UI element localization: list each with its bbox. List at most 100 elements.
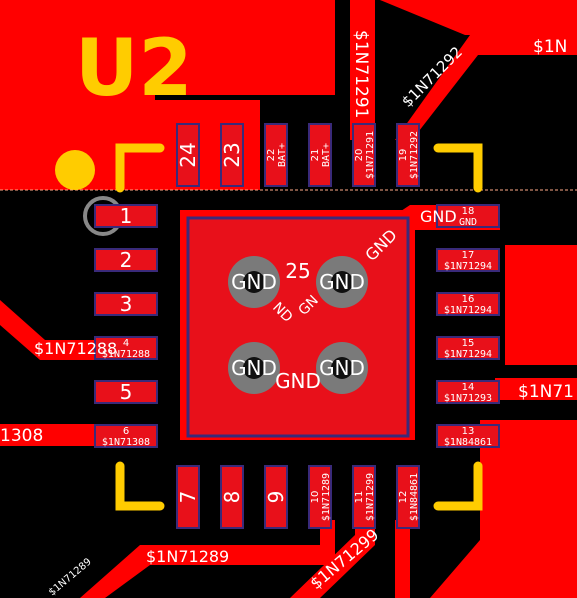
pin-net-label: BAT+ xyxy=(277,143,288,167)
via[interactable]: GND xyxy=(228,256,280,308)
pad-21[interactable] xyxy=(308,123,332,187)
pad-14[interactable] xyxy=(436,380,500,404)
copper-pour-right[interactable] xyxy=(505,245,577,365)
trace-bottom-right[interactable] xyxy=(395,520,410,598)
pin-number: 12 xyxy=(398,491,409,504)
pin-9[interactable]: 9 xyxy=(264,465,288,529)
copper-pour-top-right[interactable] xyxy=(380,0,577,35)
via-net-label: GND xyxy=(319,270,365,294)
pad-22[interactable] xyxy=(264,123,288,187)
pin-17[interactable]: 17$1N71294 xyxy=(436,248,500,272)
pin-10[interactable]: 10$1N71289 xyxy=(308,465,332,529)
pin-number: 5 xyxy=(120,380,133,404)
pin-23[interactable]: 23 xyxy=(220,123,244,187)
pin-number: 24 xyxy=(176,142,200,167)
trace-label-right-mid: $1N71 xyxy=(518,382,574,402)
pin-13[interactable]: 13$1N84861 xyxy=(436,424,500,448)
pin-20[interactable]: 20$1N71291 xyxy=(352,123,376,187)
silk-corner-br xyxy=(433,461,483,511)
pin-3[interactable]: 3 xyxy=(94,292,158,316)
trace-left-low[interactable] xyxy=(0,424,100,446)
pad-2[interactable] xyxy=(94,248,158,272)
pin-24[interactable]: 24 xyxy=(176,123,200,187)
pad-19[interactable] xyxy=(396,123,420,187)
via-hole xyxy=(243,357,265,379)
pin-net-label: $1N71299 xyxy=(365,473,376,521)
pad-13[interactable] xyxy=(436,424,500,448)
center-pad-net: GND xyxy=(275,369,321,393)
trace-right-mid[interactable] xyxy=(495,378,577,400)
pin1-marker xyxy=(55,150,95,190)
pin-6[interactable]: 6$1N71308 xyxy=(94,424,158,448)
via-hole xyxy=(331,271,353,293)
pad-6[interactable] xyxy=(94,424,158,448)
pad-17[interactable] xyxy=(436,248,500,272)
pad-16[interactable] xyxy=(436,292,500,316)
pin-15[interactable]: 15$1N71294 xyxy=(436,336,500,360)
pad-1[interactable] xyxy=(94,204,158,228)
pad-8[interactable] xyxy=(220,465,244,529)
trace-label-bottom-left: $1N71289 xyxy=(47,556,94,598)
pad-9[interactable] xyxy=(264,465,288,529)
pin-net-label: $1N71289 xyxy=(321,473,332,521)
trace-top-vertical[interactable] xyxy=(350,0,375,140)
trace-bottom-diagonal[interactable] xyxy=(290,520,375,598)
trace-left-mid[interactable] xyxy=(0,300,95,360)
pin-net-label: GND xyxy=(459,217,477,228)
pin-1[interactable]: 1 xyxy=(94,204,158,228)
pin-16[interactable]: 16$1N71294 xyxy=(436,292,500,316)
pin-number: 14 xyxy=(462,382,475,393)
pin-11[interactable]: 11$1N71299 xyxy=(352,465,376,529)
pin-14[interactable]: 14$1N71293 xyxy=(436,380,500,404)
pin-number: 8 xyxy=(220,491,244,504)
pad-gnd-label: GND xyxy=(420,207,457,226)
trace-bottom[interactable] xyxy=(80,520,335,598)
pin-net-label: $1N71294 xyxy=(444,349,492,360)
pad-7[interactable] xyxy=(176,465,200,529)
pin-number: 13 xyxy=(462,426,475,437)
pin-19[interactable]: 19$1N71292 xyxy=(396,123,420,187)
pad-12[interactable] xyxy=(396,465,420,529)
pin-number: 16 xyxy=(462,294,475,305)
pad-11[interactable] xyxy=(352,465,376,529)
pin-12[interactable]: 12$1N84861 xyxy=(396,465,420,529)
pin-number: 4 xyxy=(123,338,129,349)
pad-3[interactable] xyxy=(94,292,158,316)
pin-number: 23 xyxy=(220,142,244,167)
via[interactable]: GND xyxy=(228,342,280,394)
pin-net-label: $1N71294 xyxy=(444,261,492,272)
via[interactable]: GND xyxy=(316,342,368,394)
silk-corner-bl xyxy=(115,461,165,511)
silk-corner-tl xyxy=(115,143,165,193)
pin-2[interactable]: 2 xyxy=(94,248,158,272)
pin-4[interactable]: 4$1N71288 xyxy=(94,336,158,360)
center-pad[interactable] xyxy=(186,216,410,438)
reference-designator[interactable]: U2 xyxy=(75,24,193,114)
pad-15[interactable] xyxy=(436,336,500,360)
pad-4[interactable] xyxy=(94,336,158,360)
pad-24[interactable] xyxy=(176,123,200,187)
pin-number: 7 xyxy=(176,491,200,504)
pad-18[interactable] xyxy=(436,204,500,228)
pad-10[interactable] xyxy=(308,465,332,529)
via[interactable]: GND xyxy=(316,256,368,308)
pad-5[interactable] xyxy=(94,380,158,404)
pin-5[interactable]: 5 xyxy=(94,380,158,404)
copper-pour-bottom-right[interactable] xyxy=(430,420,577,598)
pin-net-label: $1N71308 xyxy=(102,437,150,448)
pin-7[interactable]: 7 xyxy=(176,465,200,529)
copper-pour-top-left[interactable] xyxy=(0,0,335,190)
via-net-label: GND xyxy=(231,270,277,294)
pin-number: 6 xyxy=(123,426,129,437)
pin-number: 19 xyxy=(398,149,409,162)
pad-23[interactable] xyxy=(220,123,244,187)
via-hole xyxy=(331,357,353,379)
pin-8[interactable]: 8 xyxy=(220,465,244,529)
pad-20[interactable] xyxy=(352,123,376,187)
